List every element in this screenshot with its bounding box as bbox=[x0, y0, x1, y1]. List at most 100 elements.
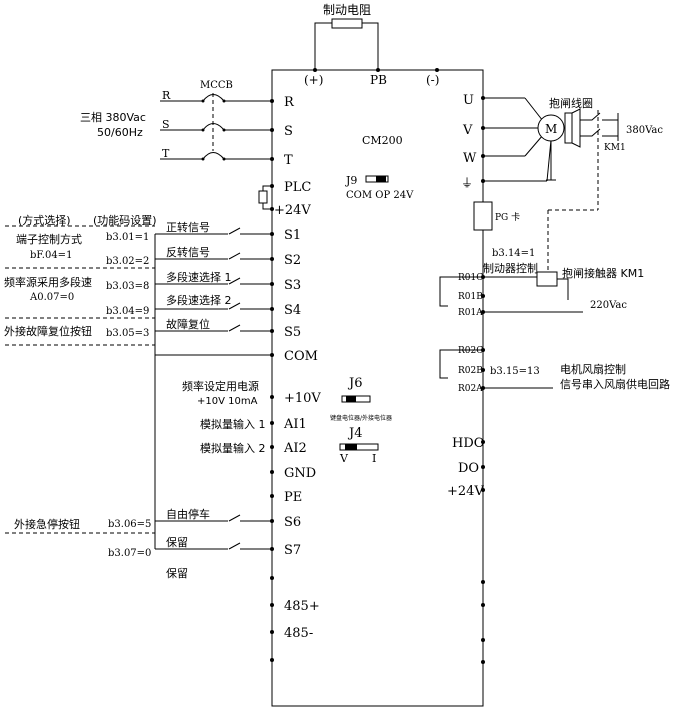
jumper-j9-label: J9 bbox=[345, 174, 357, 187]
signal-s7-b: 保留 bbox=[166, 566, 188, 580]
terminal-10v: +10V bbox=[284, 391, 321, 406]
terminal-u: U bbox=[463, 93, 474, 108]
jumper-j4 bbox=[339, 443, 379, 451]
note-header-code: (功能码设置) bbox=[93, 213, 157, 227]
terminal-v: V bbox=[462, 123, 473, 138]
note-b305: b3.05=3 bbox=[106, 328, 149, 339]
brake-coil bbox=[564, 108, 581, 148]
note-b304: b3.04=9 bbox=[106, 306, 149, 317]
input-switches bbox=[154, 227, 272, 550]
relay2-line1: 电机风扇控制 bbox=[560, 362, 626, 376]
terminal-s4: S4 bbox=[284, 303, 301, 318]
signal-10v-b: +10V 10mA bbox=[197, 396, 258, 407]
terminal-w: W bbox=[463, 151, 477, 166]
motor bbox=[483, 97, 565, 182]
relay1-220v: 220Vac bbox=[590, 300, 627, 311]
note-b307: b3.07=0 bbox=[108, 548, 151, 559]
terminal-r01c: R01C bbox=[458, 273, 483, 283]
terminal-485m: 485- bbox=[284, 626, 313, 641]
jumper-j4-label: J4 bbox=[347, 426, 362, 441]
jumper-j6-options: 键盘电位器/外接电位器 bbox=[330, 414, 392, 422]
brake-coil-label: 抱闸线圈 bbox=[549, 96, 593, 110]
power-desc-2: 50/60Hz bbox=[97, 126, 143, 139]
terminal-s: S bbox=[284, 124, 293, 139]
note-a007: A0.07=0 bbox=[29, 292, 74, 303]
note-freq-src: 频率源采用多段速 bbox=[4, 275, 92, 289]
signal-ai1: 模拟量输入 1 bbox=[200, 417, 266, 431]
relay1-code: b3.14=1 bbox=[492, 248, 535, 259]
terminal-do: DO bbox=[458, 461, 479, 476]
relay2-code: b3.15=13 bbox=[490, 366, 540, 377]
terminal-pe: PE bbox=[284, 490, 302, 505]
terminal-r02a: R02A bbox=[458, 384, 483, 394]
jumper-j9 bbox=[365, 175, 389, 183]
signal-s7: 保留 bbox=[166, 535, 188, 549]
jumper-j9-options: COM OP 24V bbox=[346, 190, 414, 201]
note-b303: b3.03=8 bbox=[106, 281, 149, 292]
relay1-contactor: 抱闸接触器 KM1 bbox=[562, 266, 644, 280]
relay1-func: 制动器控制 bbox=[483, 261, 538, 275]
terminal-hdo: HDO bbox=[452, 436, 484, 451]
mccb-label: MCCB bbox=[200, 80, 233, 91]
pg-card bbox=[473, 201, 493, 231]
plc-24v-jumper bbox=[258, 185, 272, 210]
note-b302: b3.02=2 bbox=[106, 256, 149, 267]
terminal-t: T bbox=[284, 153, 293, 168]
terminal-plus: (+) bbox=[304, 73, 323, 87]
line-r-label: R bbox=[162, 89, 171, 102]
signal-ai2: 模拟量输入 2 bbox=[200, 441, 266, 455]
relay2-wiring bbox=[439, 349, 553, 389]
relay1-wiring bbox=[439, 271, 583, 313]
pg-card-label: PG 卡 bbox=[495, 211, 520, 223]
note-term-mode: 端子控制方式 bbox=[16, 232, 82, 246]
brake-contactor bbox=[547, 110, 619, 276]
jumper-j4-i: I bbox=[372, 452, 376, 465]
left-notes bbox=[5, 225, 155, 534]
signal-s5: 故障复位 bbox=[166, 317, 210, 331]
jumper-j6 bbox=[341, 395, 371, 403]
power-input: MCCB R S T 三相 380Vac 50/60Hz bbox=[80, 80, 272, 161]
terminal-r01a: R01A bbox=[458, 308, 483, 318]
terminal-r02c: R02C bbox=[458, 346, 483, 356]
terminal-s7: S7 bbox=[284, 543, 301, 558]
signal-s6: 自由停车 bbox=[166, 507, 210, 521]
signal-s2: 反转信号 bbox=[166, 245, 210, 259]
km1-label: KM1 bbox=[604, 143, 626, 153]
signal-s1: 正转信号 bbox=[166, 220, 210, 234]
motor-m: M bbox=[545, 122, 557, 136]
terminal-s1: S1 bbox=[284, 228, 301, 243]
braking-resistor-label: 制动电阻 bbox=[323, 3, 371, 17]
terminal-r01b: R01B bbox=[458, 292, 483, 302]
terminal-s3: S3 bbox=[284, 278, 301, 293]
left-terminal-block bbox=[270, 99, 274, 662]
power-desc-1: 三相 380Vac bbox=[80, 111, 146, 124]
jumper-j4-v: V bbox=[339, 452, 349, 465]
terminal-s2: S2 bbox=[284, 253, 301, 268]
signal-s4: 多段速选择 2 bbox=[166, 293, 232, 307]
drive-model: CM200 bbox=[362, 134, 403, 147]
terminal-minus: (-) bbox=[426, 73, 439, 87]
terminal-485p: 485+ bbox=[284, 599, 320, 614]
jumper-j6-label: J6 bbox=[347, 376, 362, 391]
line-s-label: S bbox=[162, 118, 170, 131]
terminal-s6: S6 bbox=[284, 515, 301, 530]
braking-resistor: 制动电阻 bbox=[313, 3, 439, 72]
terminal-pb: PB bbox=[370, 73, 387, 87]
note-estop: 外接急停按钮 bbox=[14, 517, 80, 531]
terminal-r02b: R02B bbox=[458, 366, 483, 376]
note-fault-reset: 外接故障复位按钮 bbox=[4, 324, 92, 338]
terminal-plc: PLC bbox=[284, 180, 311, 195]
terminal-com: COM bbox=[284, 349, 318, 364]
line-t-label: T bbox=[162, 147, 170, 160]
note-b306: b3.06=5 bbox=[108, 519, 151, 530]
terminal-r: R bbox=[284, 95, 295, 110]
note-b301: b3.01=1 bbox=[106, 232, 149, 243]
terminal-ai2: AI2 bbox=[283, 441, 307, 456]
signal-s3: 多段速选择 1 bbox=[166, 270, 232, 284]
brake-380v-label: 380Vac bbox=[626, 125, 663, 136]
relay2-line2: 信号串入风扇供电回路 bbox=[560, 377, 670, 391]
terminal-pe-symbol: ⏚ bbox=[461, 176, 473, 190]
signal-10v-a: 频率设定用电源 bbox=[182, 379, 259, 393]
terminal-24v-right: +24V bbox=[447, 484, 484, 499]
